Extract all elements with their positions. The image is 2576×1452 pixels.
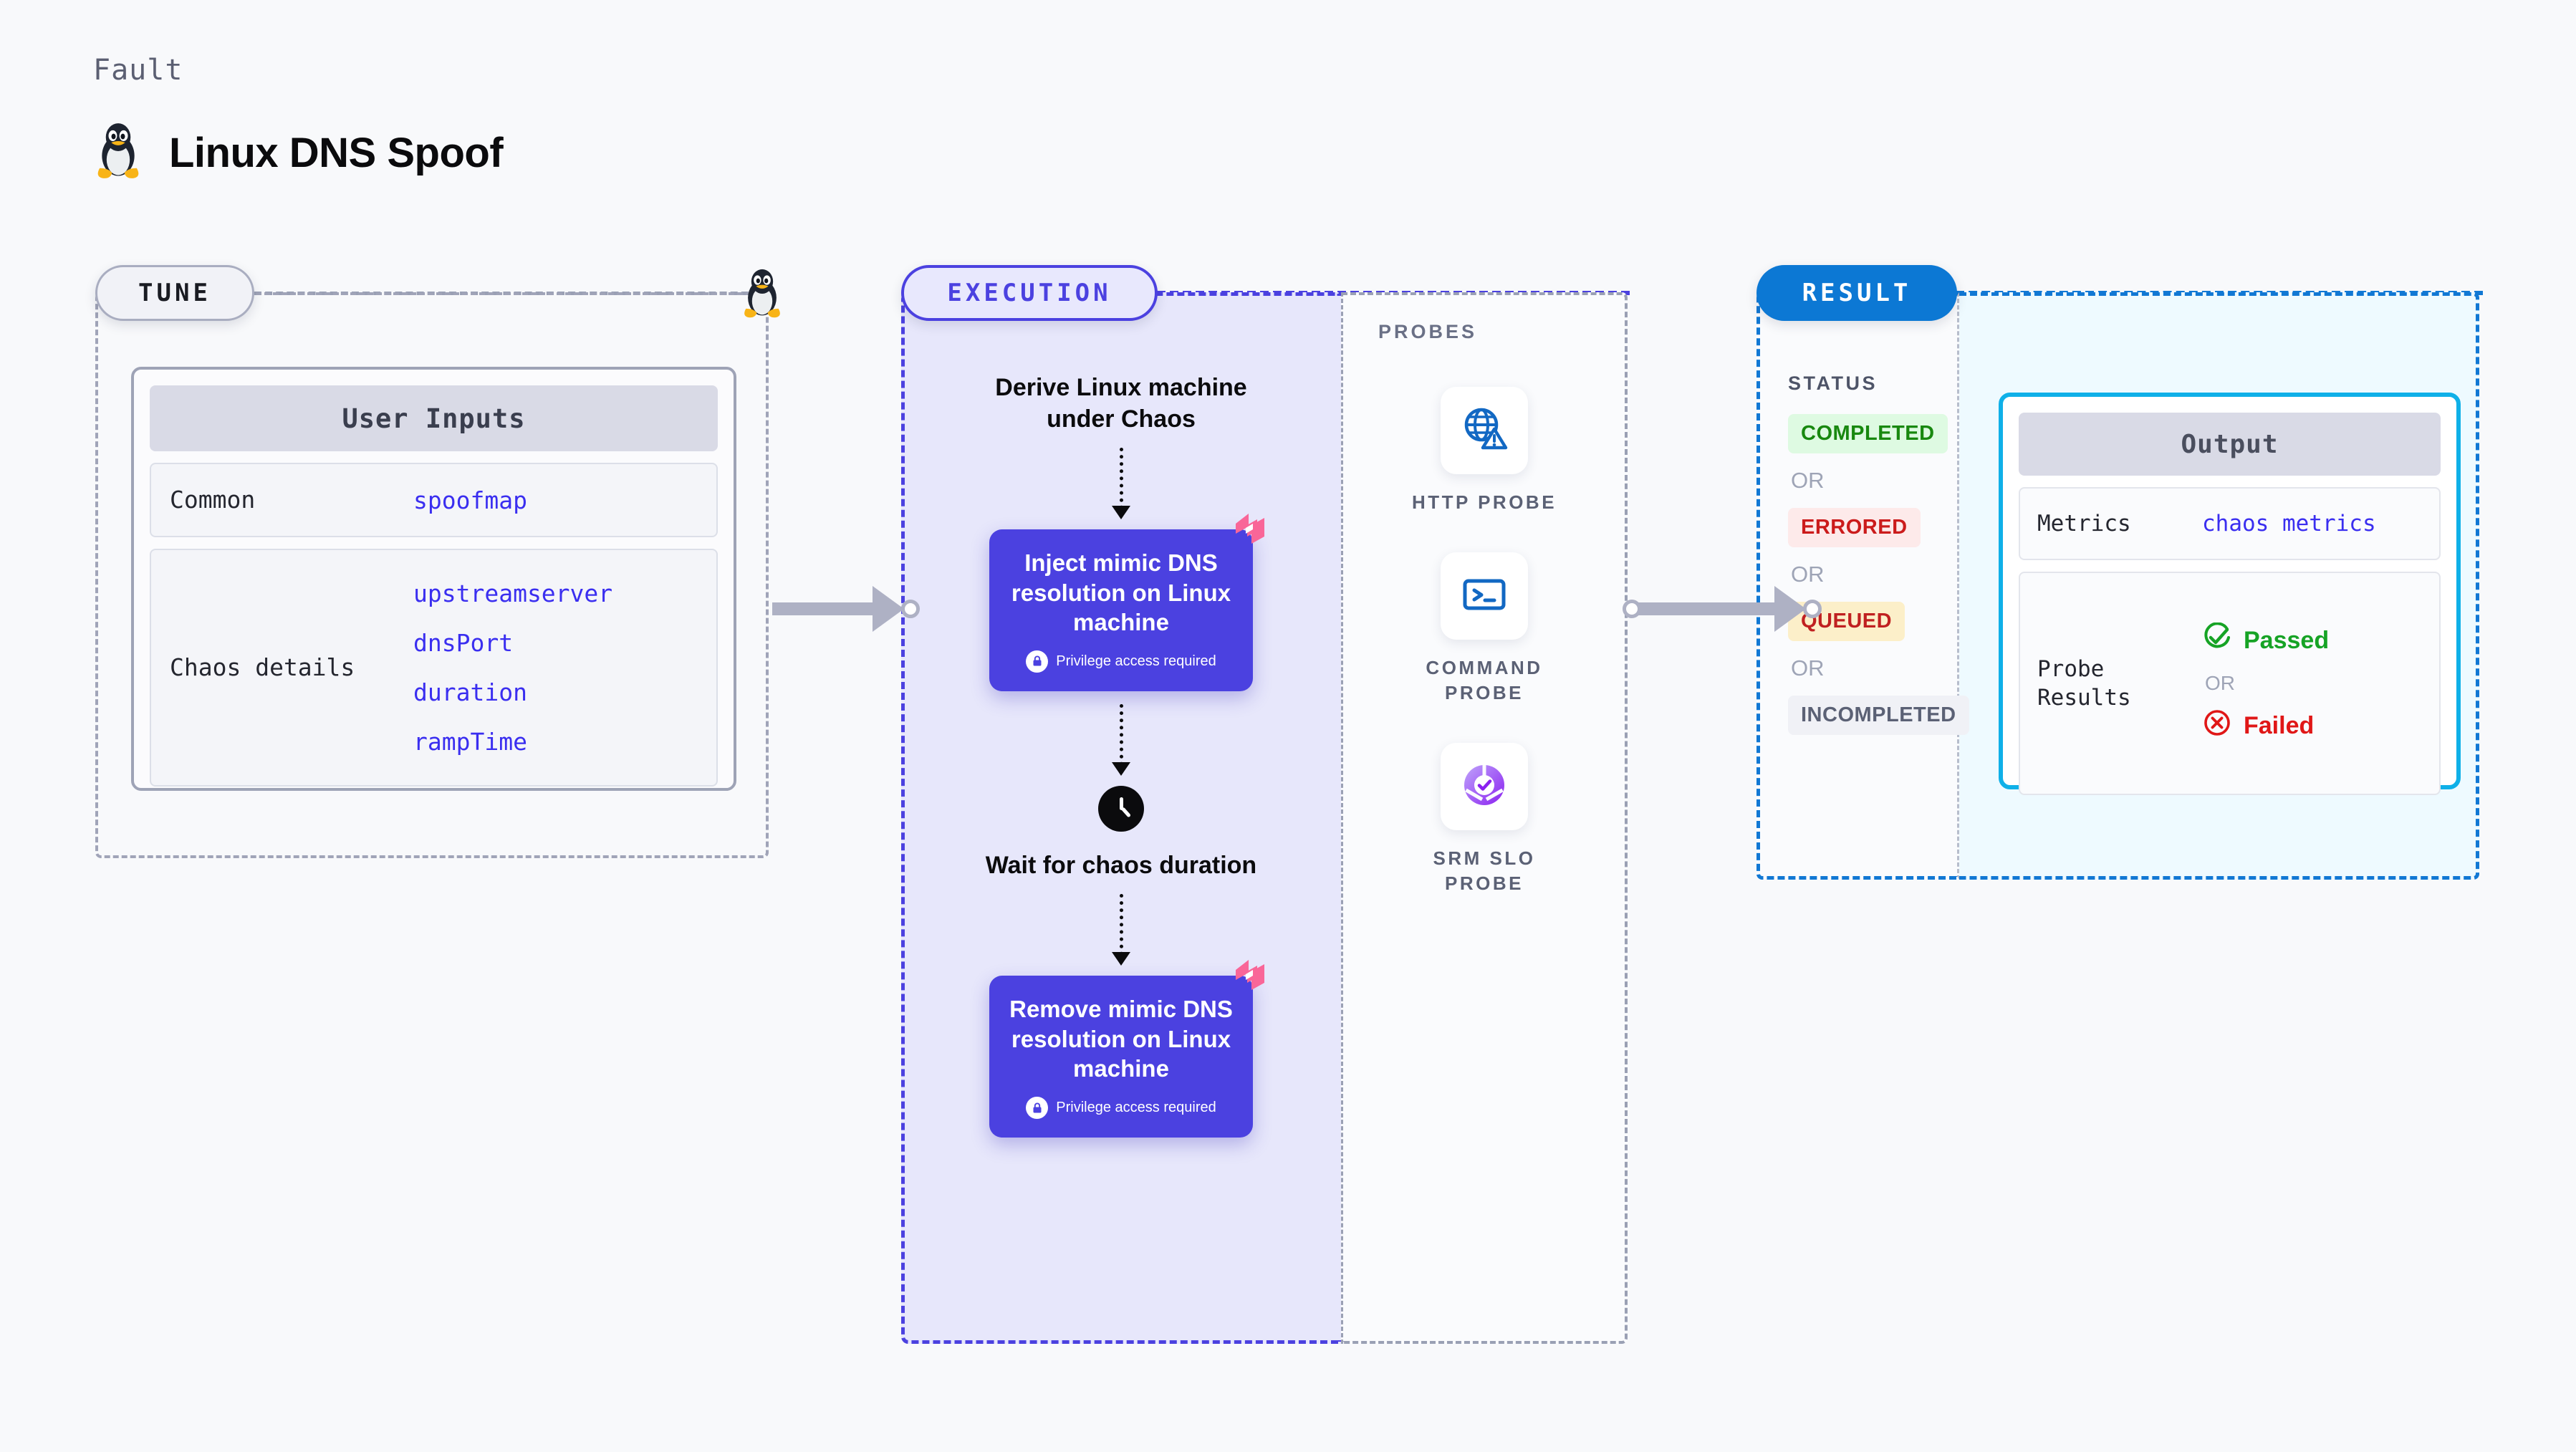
linux-penguin-icon <box>93 122 143 184</box>
stage-pill-result[interactable]: RESULT <box>1756 265 1957 321</box>
harness-logo-icon <box>1231 509 1269 550</box>
probes-section-title: PROBES <box>1378 321 1478 342</box>
execution-node-inject[interactable]: Inject mimic DNS resolution on Linux mac… <box>989 514 1264 691</box>
output-probe-results-key: Probe Results <box>2037 655 2131 711</box>
probe-tile-srm-slo <box>1441 743 1528 831</box>
user-inputs-card-title: User Inputs <box>150 385 718 451</box>
probe-item-http[interactable]: HTTP PROBE <box>1395 387 1574 515</box>
status-or-2: OR <box>1791 562 1825 587</box>
fault-title-row: Linux DNS Spoof <box>93 122 504 184</box>
probe-result-or: OR <box>2205 672 2235 694</box>
lock-icon <box>1026 650 1049 673</box>
execution-flow: Derive Linux machine under Chaos Inject … <box>901 372 1341 1138</box>
harness-logo-icon <box>1231 956 1269 996</box>
user-inputs-card: User Inputs Common spoofmap Chaos detail… <box>131 367 736 791</box>
stage-pill-execution[interactable]: EXECUTION <box>901 265 1158 321</box>
status-badge-completed: COMPLETED <box>1788 414 1948 453</box>
clock-icon <box>1098 785 1144 832</box>
status-section-title: STATUS <box>1788 372 1878 394</box>
probes-list: HTTP PROBE COMMAND PROBE <box>1341 387 1628 896</box>
output-row-probe-results: Probe Results Passed OR <box>2019 572 2441 795</box>
tune-row-chaos-details-values: upstreamserver dnsPort duration rampTime <box>413 580 612 756</box>
tune-param-dnsport: dnsPort <box>413 629 514 657</box>
probe-label-srm-slo: SRM SLO PROBE <box>1433 847 1536 895</box>
output-row-metrics: Metrics chaos metrics <box>2019 487 2441 560</box>
status-stack: COMPLETED OR ERRORED OR QUEUED OR INCOMP… <box>1788 414 1969 735</box>
probe-label-command: COMMAND PROBE <box>1426 657 1543 704</box>
tune-row-common-key: Common <box>170 486 256 514</box>
probe-item-command[interactable]: COMMAND PROBE <box>1395 552 1574 706</box>
flow-arrow-down-1 <box>1112 448 1130 520</box>
status-badge-incompleted: INCOMPLETED <box>1788 696 1969 735</box>
flow-arrow-down-2 <box>1112 703 1130 776</box>
probe-result-passed: Passed <box>2202 622 2329 659</box>
execution-node-remove-badge: Privilege access required <box>1005 1097 1237 1120</box>
globe-warning-icon <box>1458 403 1510 458</box>
status-or-3: OR <box>1791 655 1825 681</box>
execution-step-derive-label: Derive Linux machine under Chaos <box>995 374 1247 433</box>
fault-eyebrow-label: Fault <box>93 54 183 87</box>
connector-arrow-probes-to-result <box>1623 586 1822 632</box>
execution-node-remove-badge-text: Privilege access required <box>1056 1100 1216 1116</box>
page-title: Linux DNS Spoof <box>169 130 504 176</box>
terminal-icon <box>1459 569 1509 623</box>
tune-param-duration: duration <box>413 678 527 706</box>
linux-penguin-marker-icon <box>740 268 784 323</box>
execution-node-remove[interactable]: Remove mimic DNS resolution on Linux mac… <box>989 960 1264 1138</box>
probe-item-srm-slo[interactable]: SRM SLO PROBE <box>1395 743 1574 896</box>
lock-icon <box>1026 1097 1049 1120</box>
probe-result-failed: Failed <box>2202 708 2329 744</box>
output-probe-results-values: Passed OR Failed <box>2202 622 2329 744</box>
x-circle-icon <box>2202 708 2232 744</box>
tune-row-chaos-details: Chaos details upstreamserver dnsPort dur… <box>150 549 718 787</box>
probe-tile-http <box>1441 387 1528 474</box>
stage-pill-tune[interactable]: TUNE <box>95 265 254 321</box>
tune-panel <box>95 292 769 858</box>
probe-result-failed-label: Failed <box>2244 712 2315 739</box>
probe-label-http: HTTP PROBE <box>1411 491 1557 513</box>
execution-node-inject-badge-text: Privilege access required <box>1056 653 1216 669</box>
tune-row-common: Common spoofmap <box>150 463 718 537</box>
execution-step-wait-label: Wait for chaos duration <box>985 851 1257 879</box>
output-card: Output Metrics chaos metrics Probe Resul… <box>1999 393 2461 795</box>
tune-param-spoofmap: spoofmap <box>413 486 527 514</box>
probe-result-passed-label: Passed <box>2244 627 2330 654</box>
tune-param-ramptime: rampTime <box>413 728 527 756</box>
slo-check-icon <box>1458 759 1511 815</box>
execution-node-inject-title: Inject mimic DNS resolution on Linux mac… <box>1011 549 1231 636</box>
execution-node-inject-badge: Privilege access required <box>1005 650 1237 673</box>
output-metrics-key: Metrics <box>2037 510 2131 537</box>
execution-node-remove-title: Remove mimic DNS resolution on Linux mac… <box>1009 996 1233 1082</box>
output-metrics-value: chaos metrics <box>2202 511 2376 537</box>
flow-arrow-down-3 <box>1112 894 1130 966</box>
output-card-title: Output <box>2019 413 2441 476</box>
probe-tile-command <box>1441 552 1528 640</box>
tune-row-chaos-details-key: Chaos details <box>170 653 355 682</box>
status-badge-errored: ERRORED <box>1788 508 1921 547</box>
status-or-1: OR <box>1791 468 1825 493</box>
tune-row-common-values: spoofmap <box>413 486 527 514</box>
tune-param-upstreamserver: upstreamserver <box>413 580 613 607</box>
check-circle-icon <box>2202 622 2232 659</box>
connector-arrow-tune-to-execution <box>772 586 920 632</box>
